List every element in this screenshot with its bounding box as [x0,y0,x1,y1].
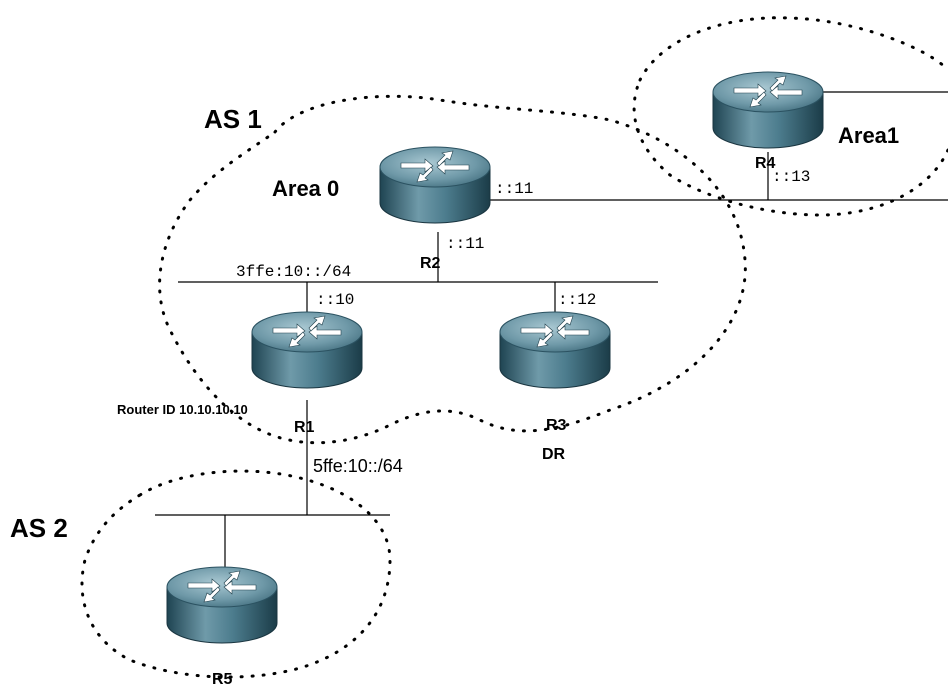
links [155,91,948,570]
r1-router-id: Router ID 10.10.10.10 [117,402,248,417]
r3-upper-if: ::12 [558,291,596,309]
net-3ffe-label: 3ffe:10::/64 [236,263,351,281]
r2-lower-if: ::11 [446,235,484,253]
r4-lower-if: ::13 [772,168,810,186]
area0-label: Area 0 [272,176,339,201]
r5-name: R5 [212,671,233,688]
as2-label: AS 2 [10,513,68,543]
r2-name: R2 [420,255,441,272]
as1-area0-boundary [158,94,747,445]
r1-name: R1 [294,419,315,436]
as1-label: AS 1 [204,104,262,134]
router-r2-icon [379,146,491,224]
r2-right-if: ::11 [495,180,533,198]
r4-name: R4 [755,155,776,172]
router-r3-icon [499,311,611,389]
router-r4-icon [712,71,824,149]
r3-role: DR [542,446,566,463]
router-r1-icon [251,311,363,389]
as2-boundary [80,469,392,679]
net-5ffe-label: 5ffe:10::/64 [313,456,403,476]
area1-boundary [632,16,948,217]
r3-name: R3 [546,417,567,434]
r1-upper-if: ::10 [316,291,354,309]
router-r5-icon [166,566,278,644]
area1-label: Area1 [838,123,899,148]
